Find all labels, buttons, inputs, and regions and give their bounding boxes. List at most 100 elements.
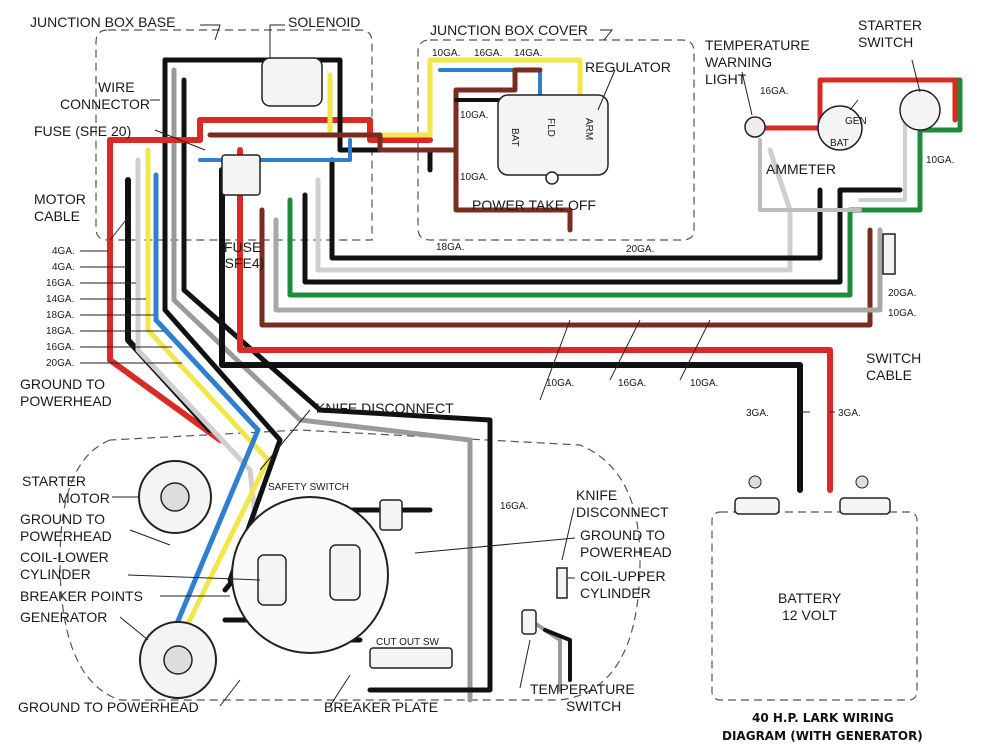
label-breaker-points: BREAKER POINTS — [20, 588, 143, 604]
label-ground-to-powerhead-1b: POWERHEAD — [20, 393, 112, 409]
safety-switch — [379, 499, 403, 531]
wire-red-battery — [237, 147, 833, 493]
gauge-16ga-low: 16GA. — [618, 378, 646, 389]
label-fuse-sfe4-1: FUSE — [224, 239, 261, 255]
gauge-10ga-starter: 10GA. — [926, 155, 954, 166]
label-coil-lower-1: COIL-LOWER — [20, 549, 109, 565]
label-fuse-sfe4-2: (SFE4) — [220, 255, 264, 271]
label-starter-motor-1: STARTER — [22, 473, 86, 489]
label-junction-box-cover: JUNCTION BOX COVER — [430, 22, 588, 38]
wire-black-battery — [219, 167, 803, 493]
label-starter-switch-1: STARTER — [858, 17, 922, 33]
gauge-10ga-reg1: 10GA. — [460, 110, 488, 121]
label-ground-to-powerhead-2b: POWERHEAD — [20, 528, 112, 544]
junction-box-cover-outline — [417, 39, 695, 241]
wire-black-harness-b — [329, 157, 823, 261]
wire-black-motor-b — [162, 57, 283, 583]
wire-black-temp-switch — [543, 628, 572, 682]
gauge-stack-leaders — [80, 250, 182, 364]
wire-brown-harness — [259, 207, 873, 328]
gauge-stack-4: 18GA. — [46, 310, 74, 321]
wire-black-motor-c — [181, 77, 493, 693]
label-temp-warning-2: WARNING — [705, 54, 772, 70]
battery-terminal-negative — [734, 497, 780, 515]
leader-lines — [109, 24, 921, 707]
gauge-stack-3: 14GA. — [46, 294, 74, 305]
gauge-18ga-mid: 18GA. — [436, 242, 464, 253]
gauge-16ga-safety: 16GA. — [500, 501, 528, 512]
gauge-16ga-top: 16GA. — [474, 48, 502, 59]
cut-out-switch — [369, 647, 453, 669]
label-ground-to-powerhead-bottom: GROUND TO POWERHEAD — [18, 699, 199, 715]
wire-red-temp — [757, 77, 958, 131]
gauge-3ga-right: 3GA. — [838, 408, 861, 419]
gauge-stack-5: 18GA. — [46, 326, 74, 337]
label-starter-switch-2: SWITCH — [858, 34, 913, 50]
junction-box-base-outline — [95, 29, 373, 241]
battery-post-positive-icon — [855, 475, 869, 489]
diagram-title-line-2: DIAGRAM (WITH GENERATOR) — [722, 729, 923, 743]
label-ground-to-powerhead-1a: GROUND TO — [20, 376, 105, 392]
label-gen: GEN — [845, 116, 867, 127]
label-reg-bat: BAT — [509, 128, 520, 147]
wire-gray-temp — [758, 138, 862, 212]
label-coil-upper-1: COIL-UPPER — [580, 568, 666, 584]
wire-white-sw — [858, 108, 907, 202]
label-reg-fld: FLD — [545, 118, 556, 137]
label-generator: GENERATOR — [20, 609, 107, 625]
gauge-16ga-temp: 16GA. — [760, 86, 788, 97]
label-fuse-sfe20: FUSE (SFE 20) — [34, 123, 131, 139]
starter-switch-icon — [899, 89, 941, 131]
label-motor-cable-1: MOTOR — [34, 191, 86, 207]
wire-yellow-top — [327, 57, 583, 138]
gauge-20ga-mid: 20GA. — [626, 244, 654, 255]
diagram-title-line-1: 40 H.P. LARK WIRING — [752, 711, 894, 725]
coil-upper — [329, 544, 361, 601]
wire-yellow-motor — [145, 147, 271, 643]
label-breaker-plate: BREAKER PLATE — [324, 699, 438, 715]
gauge-stack-6: 16GA. — [46, 342, 74, 353]
battery-post-negative-icon — [748, 475, 762, 489]
label-wire-connector-1: WIRE — [98, 79, 135, 95]
label-coil-upper-2: CYLINDER — [580, 585, 651, 601]
label-knife-disconnect-right-1: KNIFE — [576, 487, 617, 503]
label-temp-warning-3: LIGHT — [705, 71, 747, 87]
label-coil-lower-2: CYLINDER — [20, 566, 91, 582]
label-switch-cable-1: SWITCH — [866, 350, 921, 366]
powerhead-outline — [59, 429, 641, 701]
temperature-warning-light-icon — [744, 116, 766, 138]
gauge-20ga-right: 20GA. — [888, 288, 916, 299]
wire-red-motor — [107, 137, 223, 443]
gauge-stack-7: 20GA. — [46, 358, 74, 369]
label-knife-disconnect-right-2: DISCONNECT — [576, 504, 669, 520]
gauge-10ga-top: 10GA. — [432, 48, 460, 59]
battery-outline — [711, 511, 918, 701]
label-temperature-switch-2: SWITCH — [566, 698, 621, 714]
battery-terminal-positive — [839, 497, 891, 515]
label-temperature-switch-1: TEMPERATURE — [530, 681, 635, 697]
label-knife-disconnect-top: KNIFE DISCONNECT — [316, 400, 454, 416]
label-battery-1: BATTERY — [778, 590, 842, 606]
label-ground-to-powerhead-2a: GROUND TO — [20, 511, 105, 527]
ammeter-icon — [817, 105, 863, 151]
gauge-10ga-low1: 10GA. — [546, 378, 574, 389]
gauge-stack-0: 4GA. — [52, 246, 75, 257]
regulator-screw-icon — [545, 171, 559, 185]
gauge-10ga-low2: 10GA. — [690, 378, 718, 389]
wire-black-harness — [302, 187, 903, 285]
label-switch-cable-2: CABLE — [866, 367, 912, 383]
label-safety-switch: SAFETY SWITCH — [268, 482, 349, 493]
gauge-stack-2: 16GA. — [46, 278, 74, 289]
fuse-block — [221, 154, 261, 196]
wire-gray-motor — [171, 67, 473, 703]
gauge-labels: 10GA. 16GA. 14GA. 10GA. 10GA. 16GA. 10GA… — [46, 48, 954, 512]
temperature-switch — [521, 609, 537, 635]
wire-white-harness — [315, 147, 793, 273]
label-solenoid: SOLENOID — [288, 14, 360, 30]
wire-green-harness — [287, 77, 963, 298]
label-wire-connector-2: CONNECTOR — [60, 96, 150, 112]
knife-disconnect-right — [556, 567, 568, 599]
gauge-10ga-right: 10GA. — [888, 308, 916, 319]
wire-brown-reg — [453, 67, 543, 153]
